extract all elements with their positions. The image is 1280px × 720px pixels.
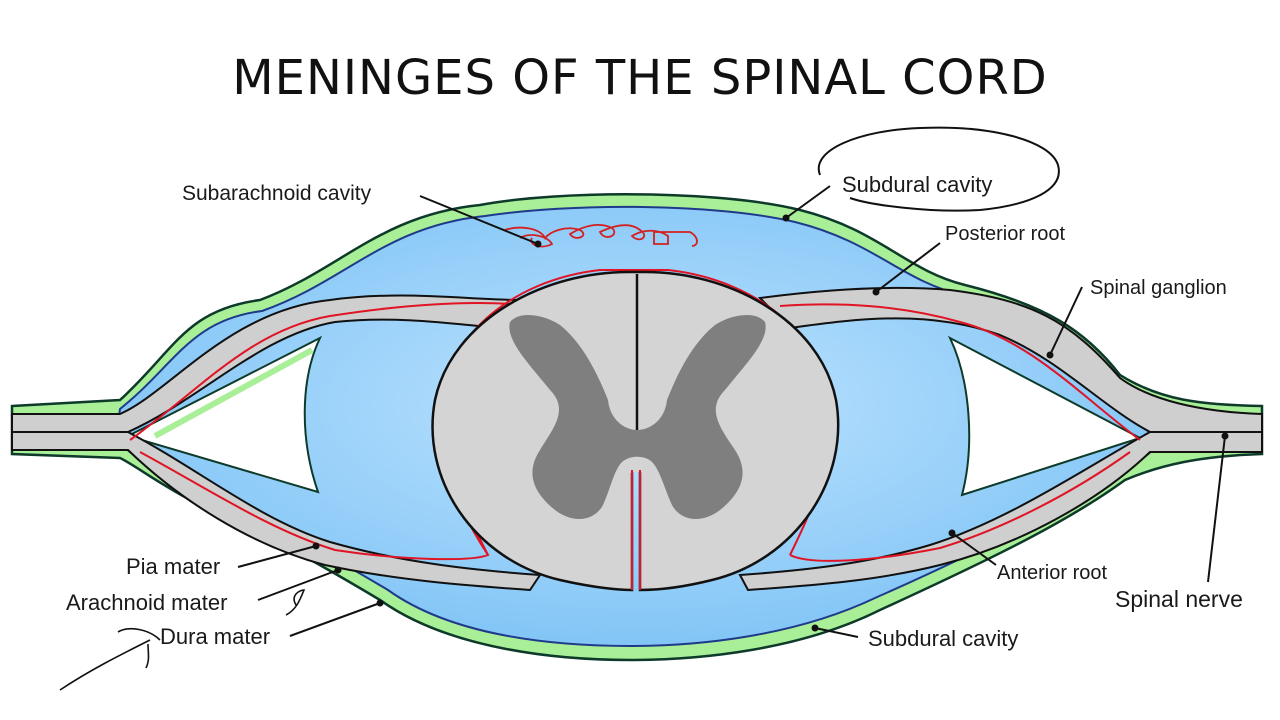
anterior-fissure-pia	[631, 470, 641, 590]
handwritten-squiggle-annotation	[59, 589, 306, 691]
label-arachnoid-mater: Arachnoid mater	[66, 590, 228, 615]
leader-lines	[237, 185, 1229, 638]
label-subarachnoid-cavity: Subarachnoid cavity	[182, 182, 372, 205]
red-scribble-annotation	[504, 223, 698, 248]
left-dural-sleeve-gap	[125, 335, 323, 494]
right-dural-sleeve-gap	[947, 335, 1143, 497]
left-sleeve-edge	[153, 347, 314, 439]
nerve-roots	[11, 287, 1263, 592]
page-title: MENINGES OF THE SPINAL CORD	[232, 50, 1048, 106]
label-pia-mater: Pia mater	[126, 554, 221, 579]
label-spinal-ganglion: Spinal ganglion	[1090, 277, 1227, 299]
label-subdural-cavity-top: Subdural cavity	[842, 172, 993, 197]
handwritten-oval-annotation	[817, 126, 1060, 212]
spinal-cord	[431, 270, 840, 592]
grey-matter	[509, 314, 766, 520]
label-dura-mater: Dura mater	[160, 624, 271, 649]
label-spinal-nerve: Spinal nerve	[1115, 586, 1243, 612]
label-anterior-root: Anterior root	[997, 562, 1108, 584]
label-subdural-cavity-bottom: Subdural cavity	[868, 626, 1019, 651]
label-posterior-root: Posterior root	[945, 223, 1066, 245]
